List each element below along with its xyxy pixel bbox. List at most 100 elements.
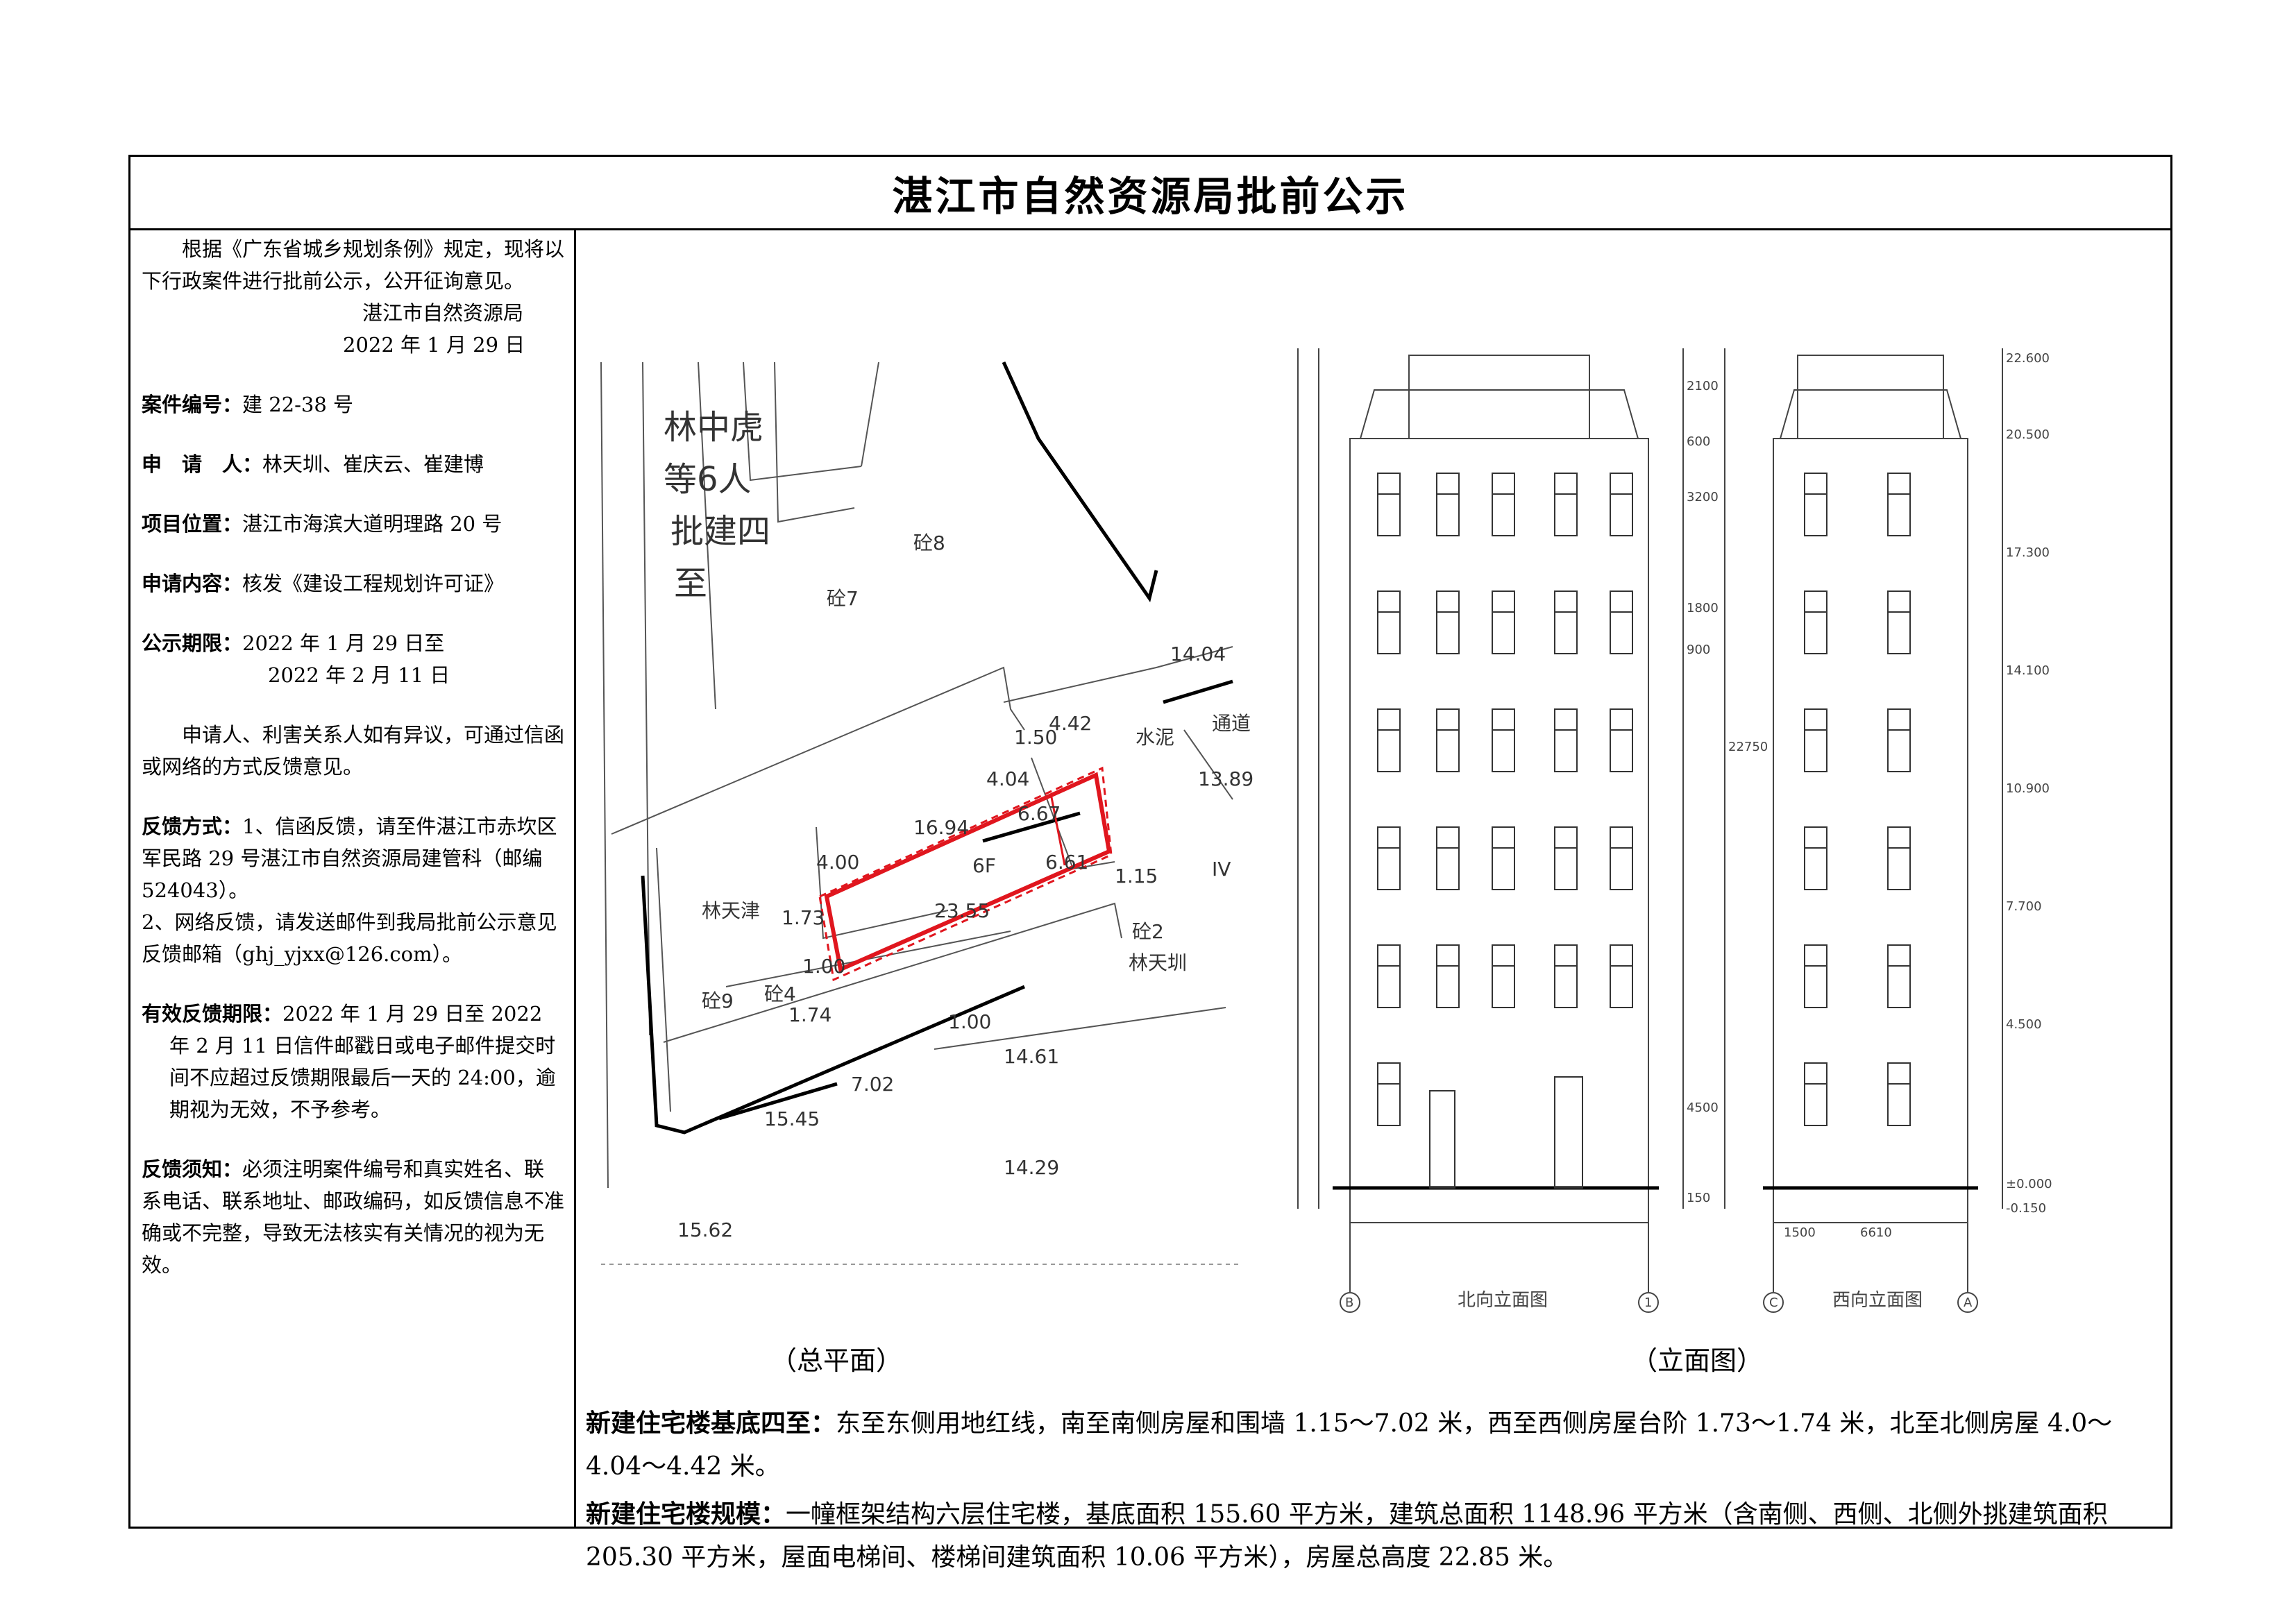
west-window <box>1804 708 1827 772</box>
north-window <box>1554 590 1578 654</box>
north-window <box>1554 944 1578 1008</box>
north-elevation-title: 北向立面图 <box>1458 1290 1548 1311</box>
issue-date: 2022 年 1 月 29 日 <box>343 333 525 357</box>
lbl-cement: 水泥 <box>1136 726 1174 749</box>
notice-frame: 湛江市自然资源局批前公示 根据《广东省城乡规划条例》规定，现将以下行政案件进行批… <box>128 155 2172 1572</box>
north-window <box>1436 826 1460 890</box>
north-window <box>1436 473 1460 536</box>
north-window <box>1610 944 1633 1008</box>
west-window <box>1887 708 1911 772</box>
lbl-building-4: 砼4 <box>764 983 796 1005</box>
applicant: 林天圳、崔庆云、崔建博 <box>262 452 484 476</box>
elev-15-62: 15.62 <box>677 1218 733 1241</box>
dim-600: 600 <box>1687 434 1710 449</box>
level-20-500: 20.500 <box>2006 427 2050 442</box>
level-4-500: 4.500 <box>2006 1017 2042 1032</box>
north-window <box>1610 826 1633 890</box>
north-window <box>1377 708 1401 772</box>
north-window <box>1377 826 1401 890</box>
location-label: 项目位置： <box>142 512 243 536</box>
level-minus: -0.150 <box>2006 1201 2046 1216</box>
site-plan-drawing: 林中虎 等6人 批建四 至 16.94 6.67 6.61 23.55 4.00… <box>600 361 1253 1265</box>
elev-14-29: 14.29 <box>1004 1156 1059 1179</box>
feedback-mail: 1、信函反馈，请至件湛江市赤坎区军民路 29 号湛江市自然资源局建管科（邮编 5… <box>142 815 557 902</box>
north-window <box>1377 590 1401 654</box>
dim-south: 23.55 <box>934 899 990 922</box>
applicant-row: 申 请 人：林天圳、崔庆云、崔建博 <box>142 448 564 480</box>
west-window <box>1804 590 1827 654</box>
axis-1: 1 <box>1644 1295 1652 1310</box>
door-right <box>1554 1076 1583 1189</box>
boundary-paragraph: 新建住宅楼基底四至：东至东侧用地红线，南至南侧房屋和围墙 1.15～7.02 米… <box>586 1402 2162 1488</box>
west-window <box>1804 1062 1827 1126</box>
location: 湛江市海滨大道明理路 20 号 <box>242 512 503 536</box>
axis-c: C <box>1769 1295 1778 1310</box>
content: 核发《建设工程规划许可证》 <box>242 572 505 595</box>
page-title: 湛江市自然资源局批前公示 <box>892 172 1409 220</box>
lbl-owner-east: 林天圳 <box>1129 951 1187 974</box>
north-window <box>1554 826 1578 890</box>
level-22-600: 22.600 <box>2006 351 2050 366</box>
case-no-label: 案件编号： <box>142 393 243 416</box>
intro-text: 根据《广东省城乡规划条例》规定，现将以下行政案件进行批前公示，公开征询意见。 <box>142 237 565 293</box>
west-elevation-title: 西向立面图 <box>1832 1290 1923 1311</box>
elev-13-89: 13.89 <box>1198 767 1253 790</box>
boundary-text: 东至东侧用地红线，南至南侧房屋和围墙 1.15～7.02 米，西至西侧房屋台阶 … <box>586 1409 2113 1481</box>
north-window <box>1492 826 1515 890</box>
site-plan-caption: （总平面） <box>770 1345 903 1376</box>
axis-a: A <box>1964 1295 1973 1310</box>
dim-6610: 6610 <box>1860 1225 1892 1240</box>
lbl-building-8: 砼8 <box>913 532 945 554</box>
north-window <box>1377 473 1401 536</box>
lbl-floors: 6F <box>972 854 996 877</box>
dim-1-15: 1.15 <box>1115 865 1158 887</box>
elevation-drawing: 22.600 20.500 17.300 14.100 10.900 7.700… <box>1297 348 2052 1313</box>
lbl-building-7: 砼7 <box>827 587 859 610</box>
dim-22750: 22750 <box>1728 740 1768 754</box>
notice: 必须注明案件编号和真实姓名、联系电话、联系地址、邮政编码，如反馈信息不准确或不完… <box>142 1157 565 1277</box>
dim-2100: 2100 <box>1687 379 1719 393</box>
location-row: 项目位置：湛江市海滨大道明理路 20 号 <box>142 508 564 540</box>
notice-row: 反馈须知：必须注明案件编号和真实姓名、联系电话、联系地址、邮政编码，如反馈信息不… <box>142 1153 564 1281</box>
level-0: ±0.000 <box>2006 1177 2052 1191</box>
window-grid <box>1377 473 1911 1126</box>
dim-4-42: 4.42 <box>1049 712 1092 735</box>
site-label-4: 至 <box>674 564 707 603</box>
elev-14-04: 14.04 <box>1170 643 1226 665</box>
content-row: 申请内容：核发《建设工程规划许可证》 <box>142 568 564 600</box>
dim-1-73: 1.73 <box>782 906 825 929</box>
west-window <box>1887 473 1911 536</box>
lbl-building-2: 砼2 <box>1132 920 1164 943</box>
site-label-2: 等6人 <box>664 460 752 499</box>
dim-4500: 4500 <box>1687 1101 1719 1115</box>
north-window <box>1436 944 1460 1008</box>
west-window <box>1887 1062 1911 1126</box>
north-window <box>1610 590 1633 654</box>
notice-label: 反馈须知： <box>142 1157 243 1181</box>
deadline: 2022 年 1 月 29 日至 2022 年 2 月 11 日信件邮戳日或电子… <box>169 1002 556 1121</box>
dim-1-50: 1.50 <box>1014 726 1057 749</box>
dim-6-67: 6.67 <box>1018 802 1061 825</box>
dim-7-02: 7.02 <box>851 1073 894 1096</box>
level-14-100: 14.100 <box>2006 663 2050 678</box>
level-17-300: 17.300 <box>2006 545 2050 560</box>
deadline-label: 有效反馈期限： <box>142 1002 283 1026</box>
north-window <box>1492 473 1515 536</box>
period-end: 2022 年 2 月 11 日 <box>268 663 450 687</box>
dim-900: 900 <box>1687 643 1710 657</box>
level-7-700: 7.700 <box>2006 899 2042 914</box>
dim-3200: 3200 <box>1687 490 1719 504</box>
dim-150: 150 <box>1687 1191 1710 1205</box>
issuer: 湛江市自然资源局 <box>362 301 524 325</box>
dim-4-04: 4.04 <box>986 767 1029 790</box>
period-row: 公示期限：2022 年 1 月 29 日至 <box>142 627 564 659</box>
door-left <box>1429 1090 1455 1189</box>
north-window <box>1436 708 1460 772</box>
west-window <box>1804 473 1827 536</box>
feedback-label: 反馈方式： <box>142 815 243 838</box>
period-start: 2022 年 1 月 29 日至 <box>242 631 445 655</box>
north-window <box>1554 708 1578 772</box>
dim-1800: 1800 <box>1687 601 1719 615</box>
dim-4-00: 4.00 <box>816 851 859 874</box>
lbl-building-9: 砼9 <box>702 989 734 1012</box>
